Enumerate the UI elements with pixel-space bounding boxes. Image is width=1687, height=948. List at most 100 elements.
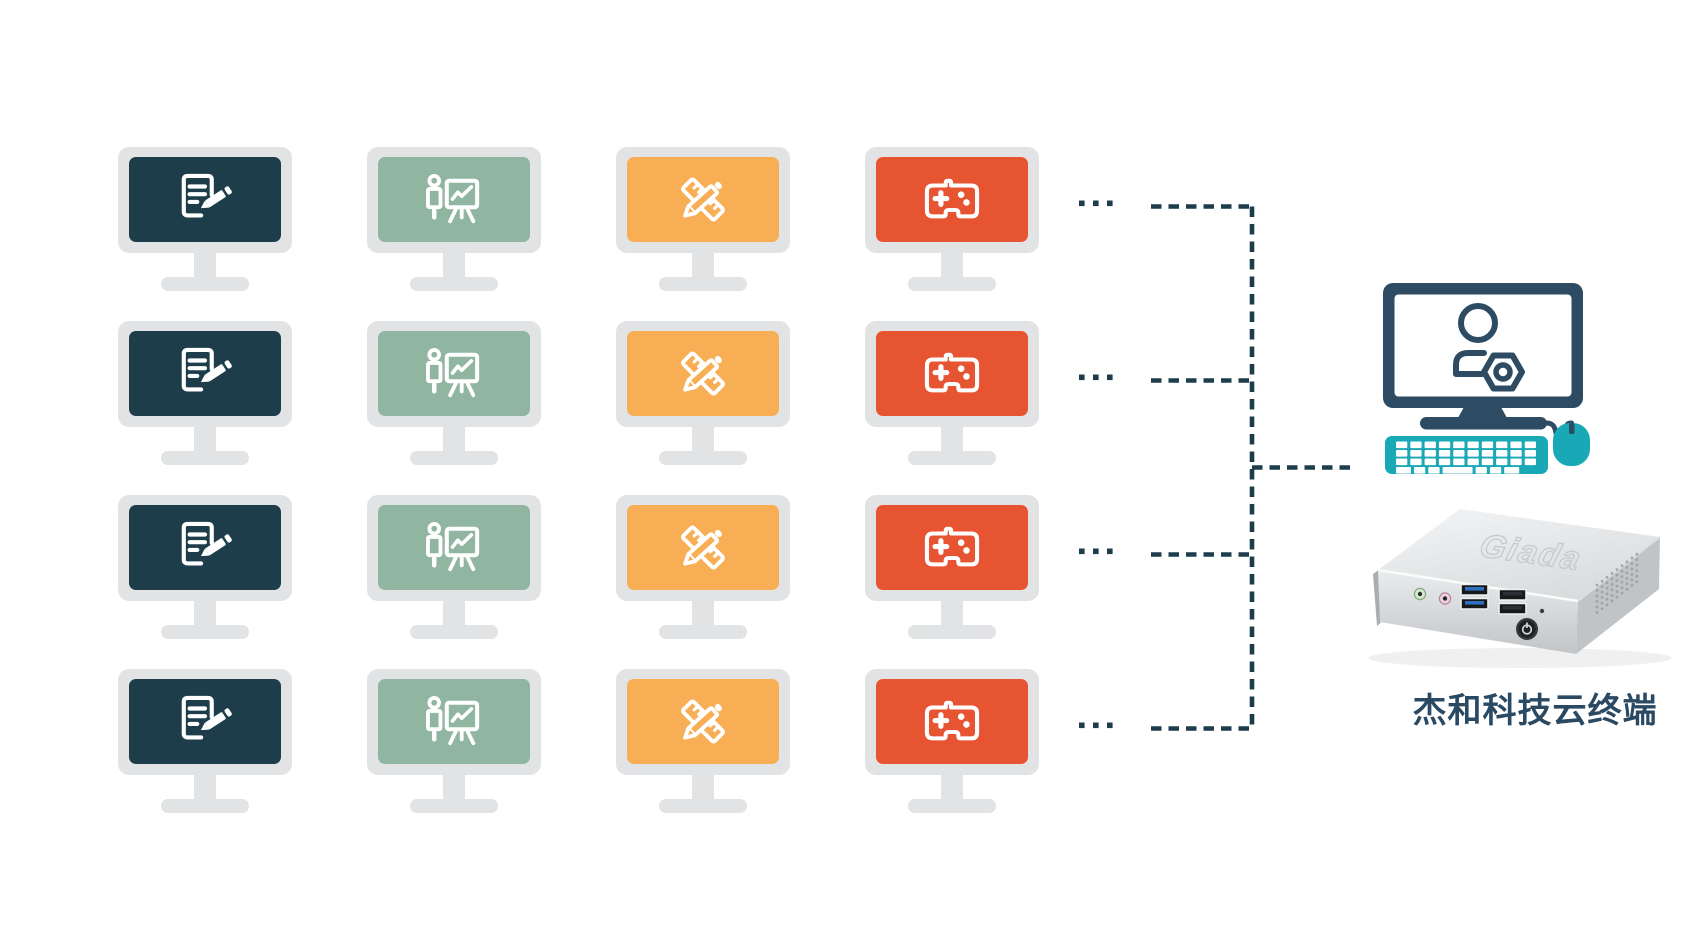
monitor-screen xyxy=(129,331,281,416)
monitor-stand-base xyxy=(161,451,249,465)
mini-pc-device: Giada xyxy=(1368,509,1672,668)
monitor-bezel xyxy=(118,669,292,775)
monitor-stand-neck xyxy=(941,599,963,625)
monitor-bezel xyxy=(616,147,790,253)
monitor-stand-neck xyxy=(194,773,216,799)
host-mouse xyxy=(1553,423,1590,466)
monitor-stand-base xyxy=(908,451,996,465)
monitor-bezel xyxy=(118,495,292,601)
ellipsis-row-2 xyxy=(1079,374,1113,381)
monitor-stand-base xyxy=(161,277,249,291)
monitor-design-row3 xyxy=(616,495,790,639)
monitor-stand-base xyxy=(410,625,498,639)
monitor-stand-neck xyxy=(443,599,465,625)
monitor-screen xyxy=(627,505,779,590)
monitor-bezel xyxy=(616,321,790,427)
monitor-screen xyxy=(378,331,530,416)
keyboard-keys xyxy=(1396,441,1536,474)
usb2-ports xyxy=(1498,588,1527,615)
mini-pc-side xyxy=(1576,537,1660,654)
device-label: 杰和科技云终端 xyxy=(1412,692,1658,730)
monitor-bezel xyxy=(118,147,292,253)
monitor-bezel xyxy=(865,495,1039,601)
monitor-gaming-row2 xyxy=(865,321,1039,465)
monitor-presentation-row2 xyxy=(367,321,541,465)
monitor-presentation-row3 xyxy=(367,495,541,639)
monitor-bezel xyxy=(367,495,541,601)
monitor-stand-neck xyxy=(692,251,714,277)
monitor-bezel xyxy=(865,321,1039,427)
monitor-stand-base xyxy=(161,625,249,639)
monitor-design-row1 xyxy=(616,147,790,291)
monitor-stand-neck xyxy=(941,773,963,799)
monitor-screen xyxy=(627,157,779,242)
monitor-stand-base xyxy=(410,799,498,813)
ellipsis-row-1 xyxy=(1079,200,1113,207)
monitor-documents-row1 xyxy=(118,147,292,291)
monitor-gaming-row3 xyxy=(865,495,1039,639)
mini-pc-top xyxy=(1378,509,1660,601)
monitor-bezel xyxy=(367,147,541,253)
monitor-stand-neck xyxy=(941,425,963,451)
monitor-stand-base xyxy=(659,277,747,291)
monitor-stand-base xyxy=(659,451,747,465)
host-monitor-neck xyxy=(1458,407,1507,418)
monitor-screen xyxy=(876,505,1028,590)
monitor-documents-row4 xyxy=(118,669,292,813)
monitor-bezel xyxy=(367,321,541,427)
monitor-stand-base xyxy=(659,799,747,813)
ellipsis-row-4 xyxy=(1079,722,1113,729)
monitor-screen xyxy=(627,679,779,764)
connector-lines xyxy=(1151,204,1353,731)
usb3-ports xyxy=(1460,583,1489,610)
monitor-documents-row3 xyxy=(118,495,292,639)
ellipsis-row-3 xyxy=(1079,548,1113,555)
monitor-screen xyxy=(876,331,1028,416)
monitor-stand-neck xyxy=(443,773,465,799)
host-computer-illustration xyxy=(1383,283,1590,474)
monitor-stand-neck xyxy=(941,251,963,277)
monitor-presentation-row1 xyxy=(367,147,541,291)
monitor-stand-neck xyxy=(443,251,465,277)
monitor-stand-neck xyxy=(194,425,216,451)
monitor-bezel xyxy=(865,669,1039,775)
monitor-bezel xyxy=(118,321,292,427)
monitor-design-row2 xyxy=(616,321,790,465)
monitor-stand-neck xyxy=(692,773,714,799)
monitor-bezel xyxy=(367,669,541,775)
monitor-stand-neck xyxy=(443,425,465,451)
monitor-stand-base xyxy=(908,277,996,291)
monitor-stand-base xyxy=(908,625,996,639)
host-monitor-base xyxy=(1420,417,1547,430)
monitor-screen xyxy=(378,679,530,764)
monitor-stand-base xyxy=(659,625,747,639)
monitor-stand-base xyxy=(410,451,498,465)
monitor-screen xyxy=(378,505,530,590)
monitor-bezel xyxy=(865,147,1039,253)
monitor-screen xyxy=(129,157,281,242)
monitor-stand-base xyxy=(410,277,498,291)
monitor-screen xyxy=(378,157,530,242)
monitor-stand-neck xyxy=(692,425,714,451)
monitor-screen xyxy=(129,505,281,590)
admin-user-screen-icon xyxy=(1453,303,1525,392)
monitor-bezel xyxy=(616,495,790,601)
monitor-gaming-row1 xyxy=(865,147,1039,291)
status-led xyxy=(1538,607,1546,615)
monitor-stand-base xyxy=(908,799,996,813)
power-button xyxy=(1516,618,1538,640)
monitor-stand-base xyxy=(161,799,249,813)
monitor-documents-row2 xyxy=(118,321,292,465)
monitor-gaming-row4 xyxy=(865,669,1039,813)
monitor-stand-neck xyxy=(194,599,216,625)
monitor-bezel xyxy=(616,669,790,775)
monitor-screen xyxy=(129,679,281,764)
monitor-stand-neck xyxy=(692,599,714,625)
monitor-design-row4 xyxy=(616,669,790,813)
monitor-screen xyxy=(876,679,1028,764)
monitor-presentation-row4 xyxy=(367,669,541,813)
monitor-screen xyxy=(876,157,1028,242)
monitor-stand-neck xyxy=(194,251,216,277)
